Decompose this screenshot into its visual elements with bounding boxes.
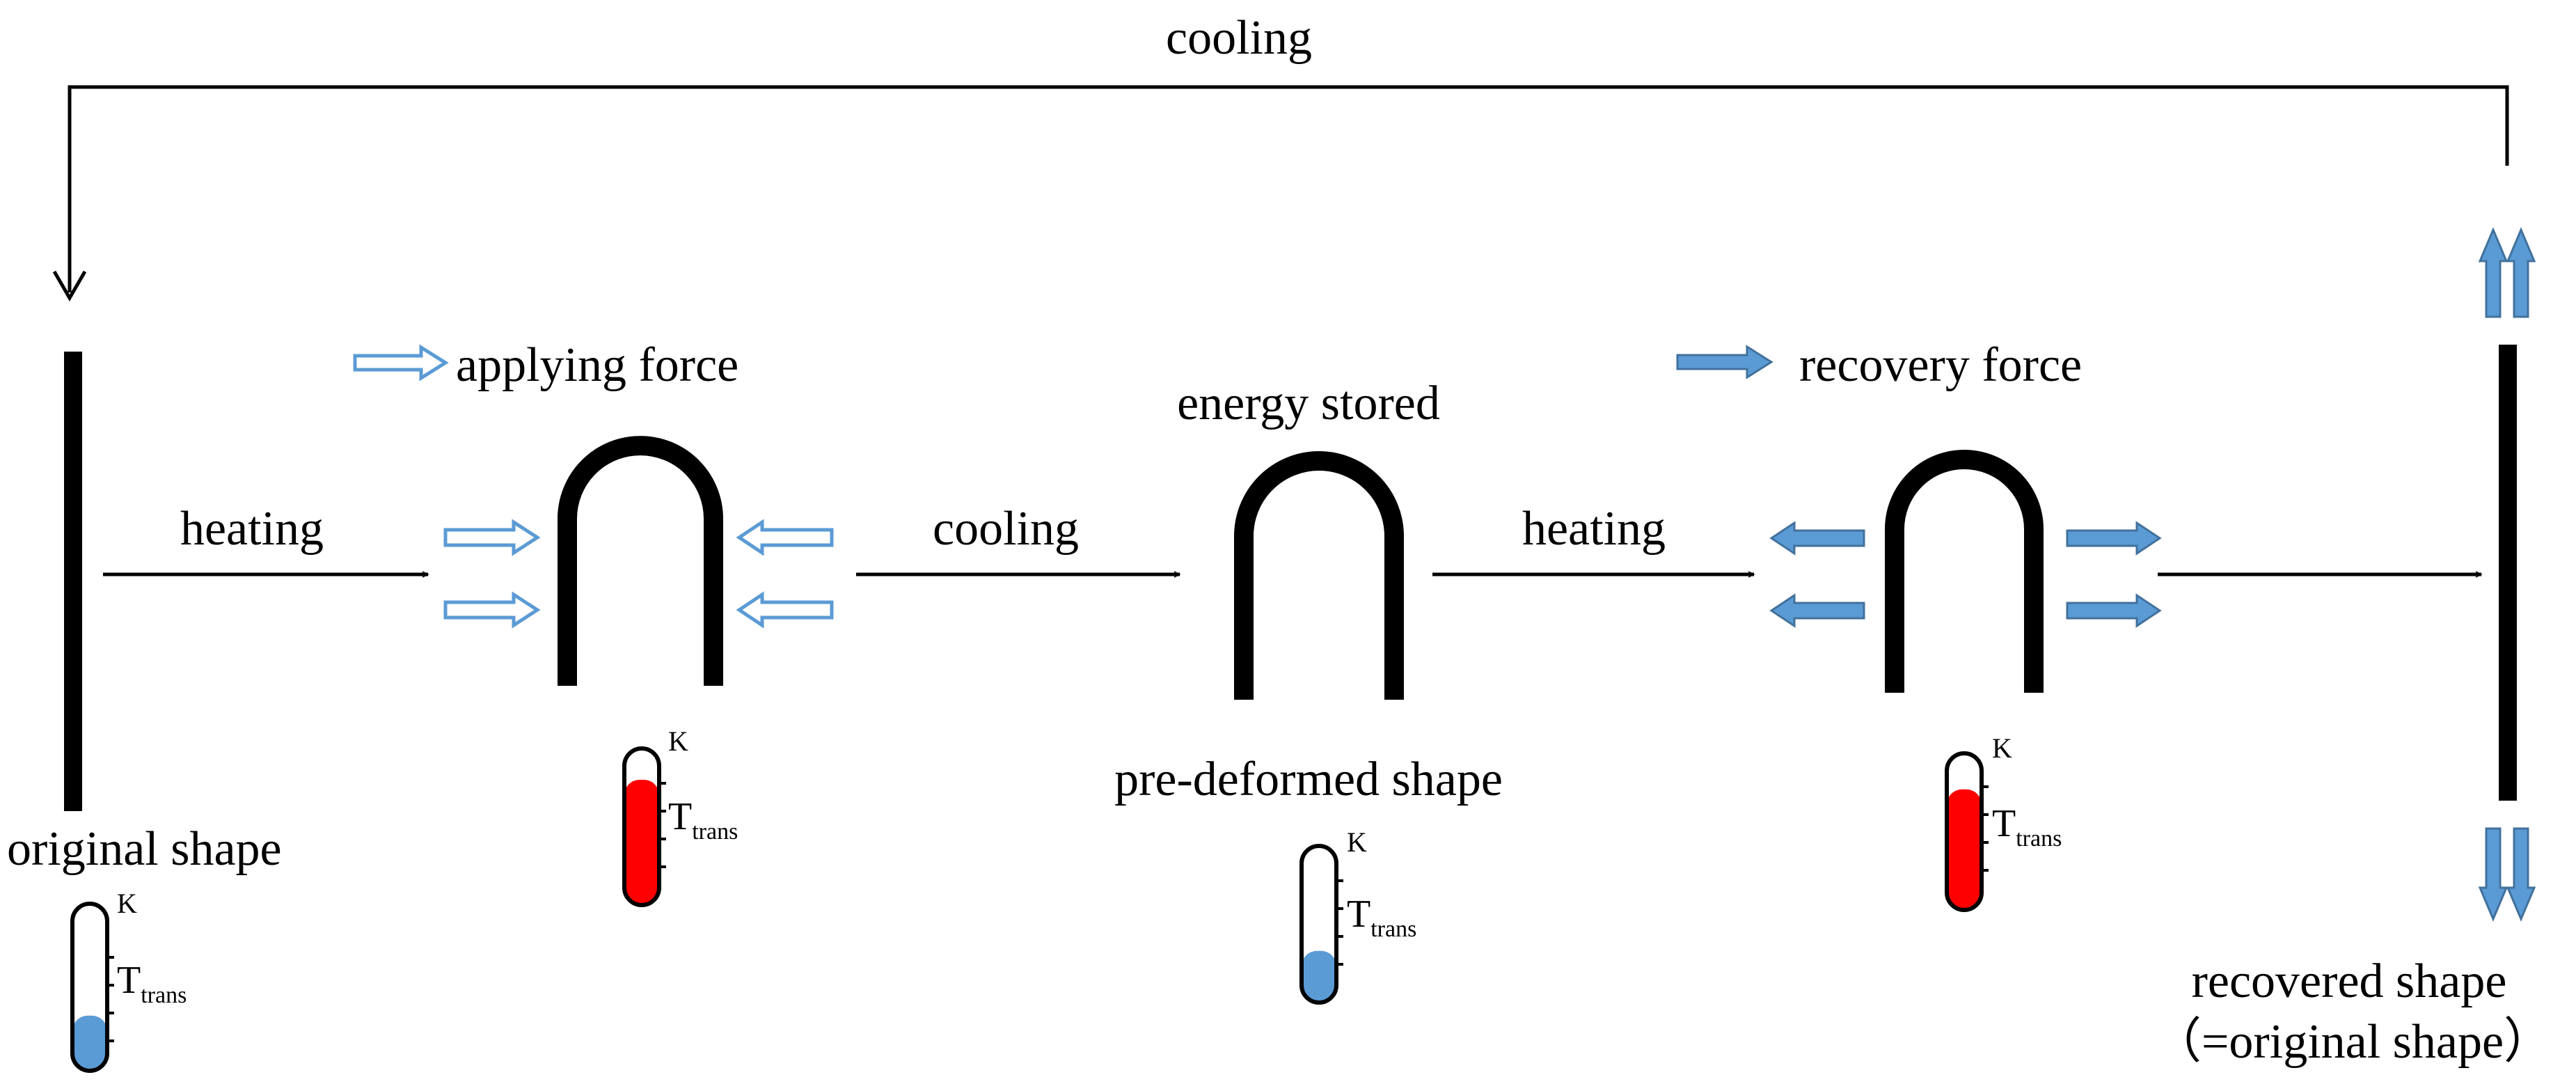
t-main: T	[1347, 893, 1371, 936]
thermometer-tube	[622, 746, 661, 907]
thermometer-k-label: K	[668, 725, 688, 757]
recovery-force-arrow-right-top	[2066, 521, 2162, 556]
thermometer-k-label: K	[1992, 732, 2012, 764]
thermometer-tube	[1945, 751, 1984, 912]
recovery-force-arrow-left-top	[1769, 521, 1865, 556]
cooling-loop-arrowhead	[52, 270, 87, 301]
thermometer-tube	[1299, 844, 1338, 1005]
top-loop-label: cooling	[1166, 11, 1312, 65]
u-shape-pre-deformed	[1234, 451, 1404, 700]
recovery-force-arrow-right-bottom	[2066, 593, 2162, 628]
t-sub: trans	[1370, 916, 1417, 942]
t-main: T	[668, 795, 693, 838]
applying-force-arrow-right-top	[736, 519, 834, 556]
u-shape-recovering	[1885, 450, 2044, 693]
cooling-loop	[52, 85, 2509, 301]
legend-recovery-force-icon	[1676, 345, 1773, 379]
recovery-force-arrow-left-bottom	[1769, 593, 1865, 628]
thermometer-pre-deformed	[1299, 844, 1343, 1005]
original-shape-label: original shape	[7, 822, 282, 876]
thermometer-t-label: Ttrans	[117, 961, 187, 1007]
thermometer-applying	[622, 746, 666, 907]
applying-force-arrow-left-top	[443, 519, 541, 556]
u-shape-applying	[558, 436, 723, 686]
thermometer-recovering	[1945, 751, 1989, 912]
thermometer-t-label: Ttrans	[668, 797, 738, 844]
transition-label-2: cooling	[933, 502, 1079, 556]
applying-force-arrow-left-bottom	[443, 591, 541, 629]
thermometer-liquid	[72, 1015, 107, 1071]
recovery-force-arrow-down-right	[2506, 827, 2536, 922]
recovered-shape-sublabel: （=original shape）	[2152, 1015, 2553, 1069]
t-main: T	[117, 959, 141, 1002]
t-main: T	[1992, 802, 2016, 845]
thermometer-liquid	[1947, 789, 1982, 911]
legend-recovery-force-label: recovery force	[1799, 338, 2083, 392]
transition-label-3: heating	[1522, 502, 1666, 556]
thermometer-liquid	[624, 780, 659, 905]
cooling-loop-line	[68, 85, 2509, 292]
recovery-force-arrow-up-left	[2478, 227, 2508, 318]
legend-applying-force-label: applying force	[456, 338, 739, 392]
recovered-shape-label: recovered shape	[2191, 955, 2507, 1008]
recovery-force-arrow-down-left	[2478, 827, 2508, 922]
thermometer-t-label: Ttrans	[1347, 895, 1416, 941]
thermometer-k-label: K	[1347, 826, 1367, 858]
t-sub: trans	[141, 982, 187, 1008]
thermometer-liquid	[1302, 950, 1336, 1003]
t-sub: trans	[2016, 826, 2062, 851]
t-sub: trans	[692, 819, 738, 845]
recovery-force-arrow-up-right	[2506, 227, 2536, 318]
thermometer-original	[70, 902, 114, 1073]
thermometer-t-label: Ttrans	[1992, 804, 2062, 851]
pre-deformed-shape-label: pre-deformed shape	[1114, 753, 1503, 806]
applying-force-arrow-right-bottom	[736, 591, 834, 629]
energy-stored-label: energy stored	[1177, 377, 1440, 430]
thermometer-k-label: K	[117, 888, 137, 919]
transition-label-1: heating	[180, 502, 324, 556]
recovered-shape-bar	[2499, 345, 2517, 801]
thermometer-tube	[70, 902, 109, 1073]
legend-applying-force-icon	[353, 344, 449, 382]
original-shape-bar	[64, 352, 82, 811]
